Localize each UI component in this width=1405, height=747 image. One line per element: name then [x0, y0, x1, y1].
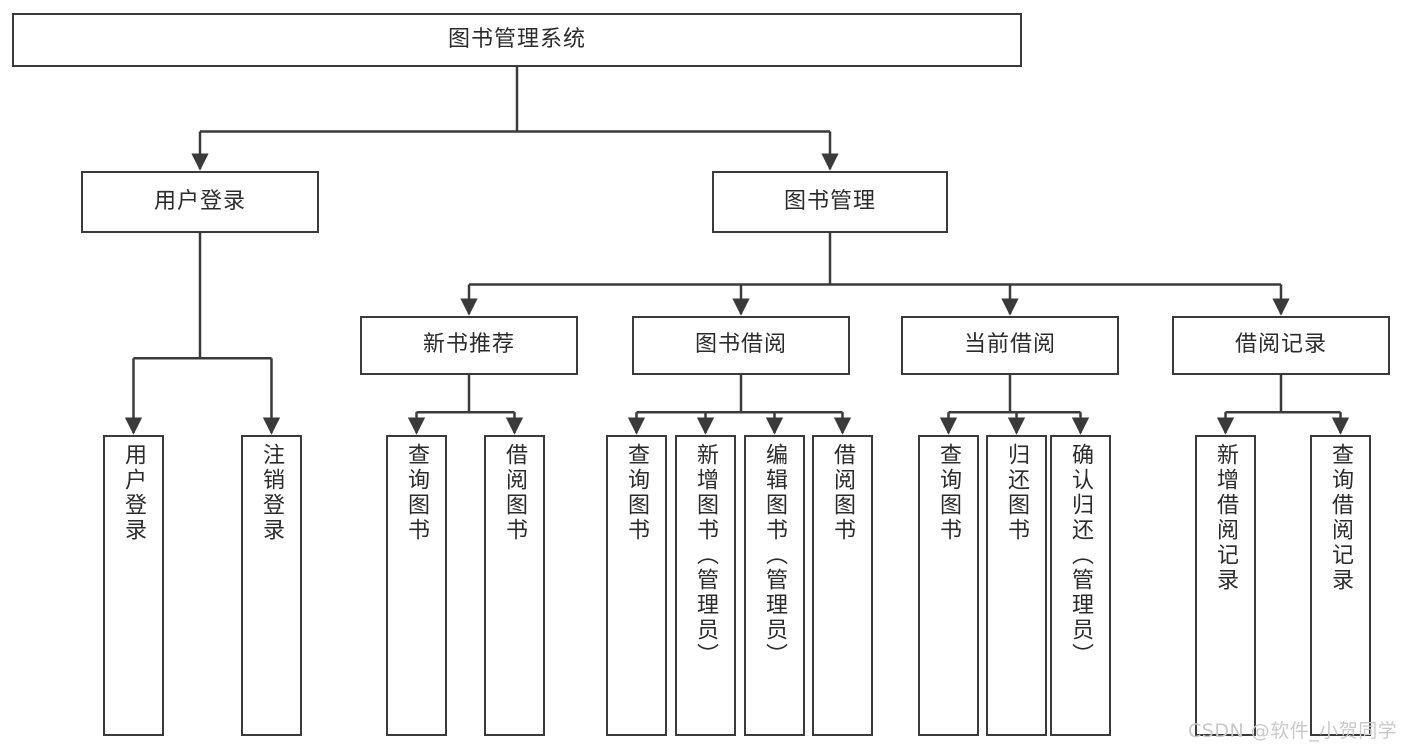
node-label: 借阅图书: [830, 443, 856, 543]
node-records[interactable]: 借阅记录: [1172, 316, 1390, 375]
node-leaf-bo-query[interactable]: 查询图书: [606, 435, 667, 736]
node-leaf-bo-edit[interactable]: 编辑图书（管理员）: [744, 435, 805, 736]
node-label: 查询借阅记录: [1328, 443, 1354, 593]
node-leaf-user-logout[interactable]: 注销登录: [241, 435, 302, 736]
node-leaf-cur-confirm[interactable]: 确认归还（管理员）: [1050, 435, 1111, 736]
node-leaf-cur-return[interactable]: 归还图书: [986, 435, 1047, 736]
node-leaf-bo-borrow[interactable]: 借阅图书: [812, 435, 873, 736]
node-label: 借阅图书: [502, 443, 528, 543]
node-label: 图书管理: [783, 188, 876, 214]
node-borrow[interactable]: 图书借阅: [632, 316, 850, 375]
node-label: 查询图书: [936, 443, 962, 543]
node-label: 确认归还（管理员）: [1068, 443, 1094, 668]
node-label: 编辑图书（管理员）: [762, 443, 788, 668]
node-label: 新增借阅记录: [1213, 443, 1239, 593]
node-leaf-cur-query[interactable]: 查询图书: [918, 435, 979, 736]
node-label: 用户登录: [153, 188, 246, 214]
node-label: 当前借阅: [963, 332, 1056, 358]
node-label: 查询图书: [404, 443, 430, 543]
node-label: 新书推荐: [422, 332, 515, 358]
node-leaf-new-borrow[interactable]: 借阅图书: [484, 435, 545, 736]
node-label: 图书管理系统: [447, 26, 586, 52]
node-root[interactable]: 图书管理系统: [12, 13, 1022, 67]
node-label: 借阅记录: [1234, 332, 1327, 358]
node-bookmgmt[interactable]: 图书管理: [712, 171, 948, 233]
node-label: 注销登录: [259, 443, 285, 543]
node-leaf-bo-add[interactable]: 新增图书（管理员）: [675, 435, 736, 736]
node-leaf-rec-add[interactable]: 新增借阅记录: [1195, 435, 1256, 736]
node-leaf-user-login[interactable]: 用户登录: [103, 435, 164, 736]
node-label: 查询图书: [624, 443, 650, 543]
node-label: 归还图书: [1004, 443, 1030, 543]
node-leaf-new-query[interactable]: 查询图书: [386, 435, 447, 736]
node-leaf-rec-query[interactable]: 查询借阅记录: [1310, 435, 1371, 736]
node-label: 图书借阅: [694, 332, 787, 358]
node-newbook[interactable]: 新书推荐: [360, 316, 578, 375]
node-login[interactable]: 用户登录: [81, 171, 319, 233]
csdn-watermark: CSDN @软件_小贺同学: [1188, 720, 1398, 742]
node-label: 新增图书（管理员）: [693, 443, 719, 668]
node-label: 用户登录: [121, 443, 147, 543]
node-current[interactable]: 当前借阅: [901, 316, 1119, 375]
